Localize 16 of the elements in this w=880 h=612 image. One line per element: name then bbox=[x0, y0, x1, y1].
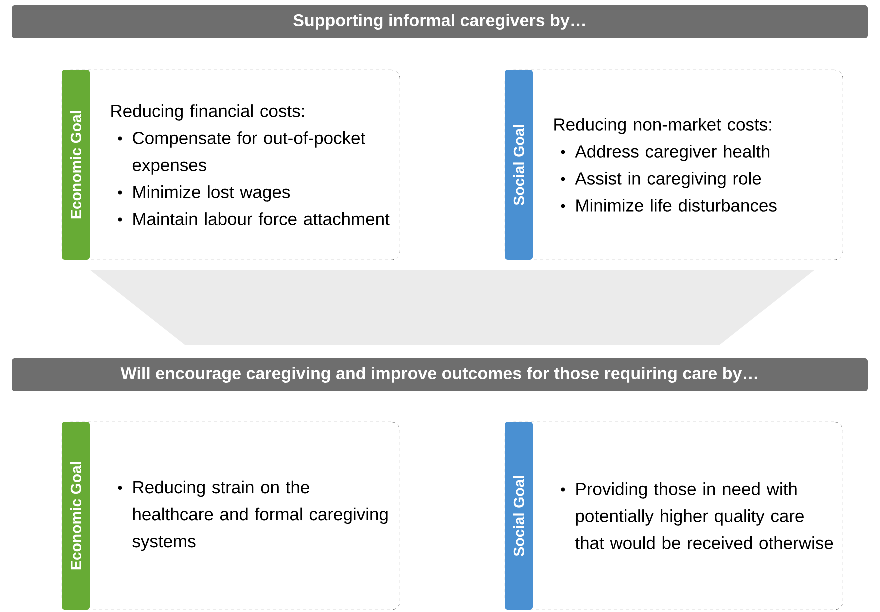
heading-banner: Will encourage caregiving and improve outcomes for those requiring care by… bbox=[12, 358, 868, 392]
bullet-item: Assist in caregiving role bbox=[575, 172, 762, 188]
bullet-item: Minimize life disturbances bbox=[576, 199, 777, 212]
bullet-item: Compensate for out-of-pocket expenses bbox=[132, 132, 366, 175]
list-heading: Reducing financial costs: bbox=[112, 104, 304, 121]
bullet-item: Maintain labour force attachment bbox=[134, 212, 390, 226]
goal-tab: Social Goal bbox=[505, 422, 533, 610]
heading-banner: Supporting informal caregivers by… bbox=[12, 6, 868, 38]
goal-tab: Economic Goal bbox=[62, 70, 90, 260]
bullet-item: Reducing strain on the healthcare and formal caregiving systems bbox=[132, 480, 388, 552]
bullet-item: Providing those in need with potentially higher quality care that would be received otherwise bbox=[575, 482, 834, 550]
list-heading: Reducing non-market costs: bbox=[554, 118, 772, 134]
bullet-item: Minimize lost wages bbox=[134, 186, 290, 202]
goal-tab: Economic Goal bbox=[62, 422, 90, 610]
bullet-item: Address caregiver health bbox=[575, 145, 770, 162]
goal-tab: Social Goal bbox=[505, 70, 533, 260]
